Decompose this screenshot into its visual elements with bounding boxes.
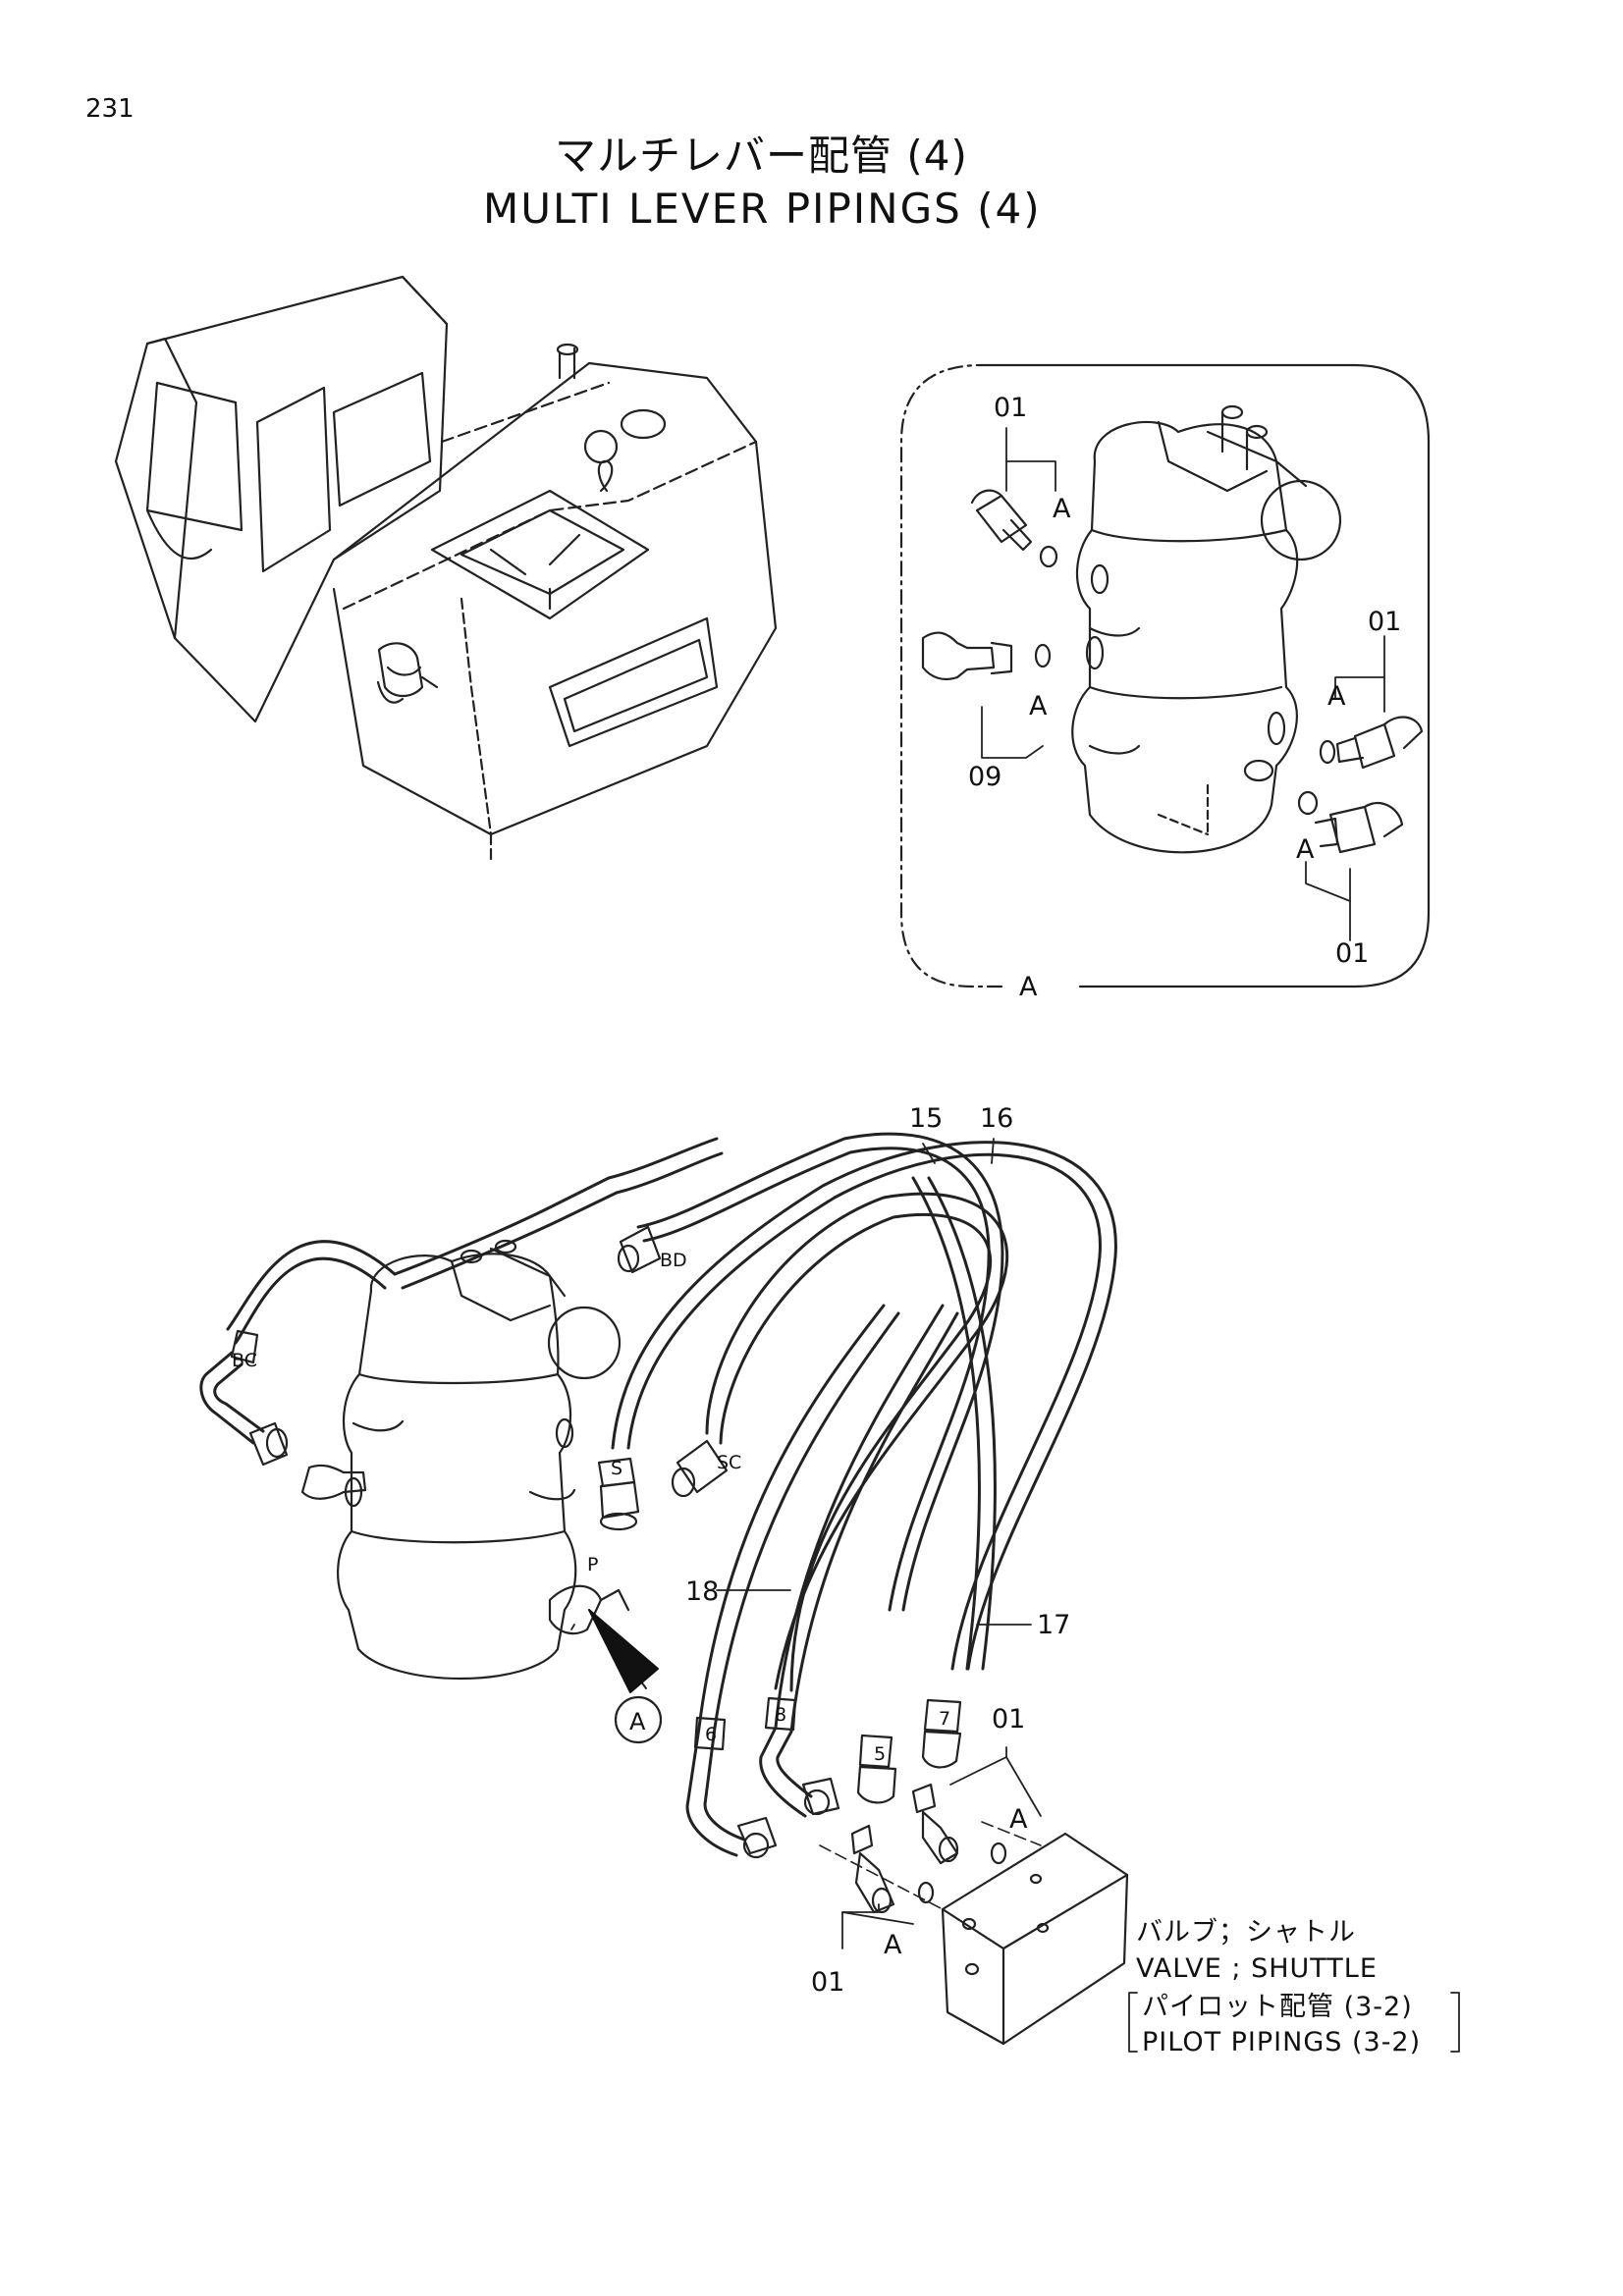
detail-view-leader-lines <box>981 427 1385 941</box>
reference-note-japanese: パイロット配管 (3-2) <box>1142 1992 1413 2022</box>
shuttle-callout-01-upper: 01 <box>992 1704 1025 1735</box>
bc-hose-and-fittings <box>199 1137 724 1500</box>
shuttle-fittings <box>850 1783 1007 1914</box>
hose-bundle <box>611 1132 1117 1857</box>
title-english: MULTI LEVER PIPINGS (4) <box>483 185 1042 233</box>
shuttle-oring-label-upper: A <box>1009 1804 1028 1835</box>
hose-band-6: 6 <box>705 1724 717 1745</box>
detail-oring-label-2: A <box>1029 691 1048 721</box>
hose-callout-17: 17 <box>1037 1610 1070 1640</box>
shuttle-valve-block <box>819 1821 1129 2046</box>
detail-view-fittings <box>921 489 1424 854</box>
main-leader-lines <box>570 1138 1042 1949</box>
port-label-bd: BD <box>660 1250 687 1271</box>
detail-oring-label-3: A <box>1327 681 1346 712</box>
excavator-upper-structure-illustration <box>114 275 778 866</box>
hose-band-5: 5 <box>874 1743 886 1765</box>
reference-note-brackets <box>1128 1992 1460 2053</box>
detail-callout-01-right-lower: 01 <box>1335 938 1369 969</box>
view-a-arrow <box>588 1609 663 1744</box>
port-label-p: P <box>587 1554 598 1575</box>
hose-callout-16: 16 <box>980 1103 1013 1134</box>
reference-note-english: PILOT PIPINGS (3-2) <box>1142 2027 1421 2057</box>
title-japanese: マルチレバー配管 (4) <box>555 132 968 180</box>
view-marker-a: A <box>629 1708 646 1735</box>
detail-view-label: A <box>1019 972 1038 1002</box>
port-label-s: S <box>611 1458 622 1479</box>
valve-note-english: VALVE ; SHUTTLE <box>1136 1953 1378 1984</box>
detail-callout-01-top-left: 01 <box>994 393 1027 423</box>
multi-lever-valve-main <box>337 1239 622 1681</box>
shuttle-oring-label-lower: A <box>884 1930 902 1960</box>
hose-band-7: 7 <box>939 1708 950 1730</box>
shuttle-callout-01-lower: 01 <box>811 1967 844 1998</box>
hose-band-8: 8 <box>775 1704 786 1726</box>
detail-callout-01-right-upper: 01 <box>1368 607 1401 637</box>
hose-callout-15: 15 <box>909 1103 943 1134</box>
detail-oring-label-1: A <box>1053 494 1071 524</box>
detail-view-a-frame <box>899 363 1431 988</box>
detail-view-valve-body <box>1071 404 1342 854</box>
detail-oring-label-4: A <box>1296 834 1315 865</box>
hose-callout-18: 18 <box>685 1576 719 1607</box>
port-label-bc: BC <box>232 1350 257 1371</box>
page-number: 231 <box>85 94 135 124</box>
port-label-sc: SC <box>717 1452 741 1473</box>
detail-callout-09: 09 <box>968 762 1001 792</box>
valve-note-japanese: バルブ；シャトル <box>1136 1917 1356 1948</box>
hose-end-fittings <box>548 1225 962 1859</box>
